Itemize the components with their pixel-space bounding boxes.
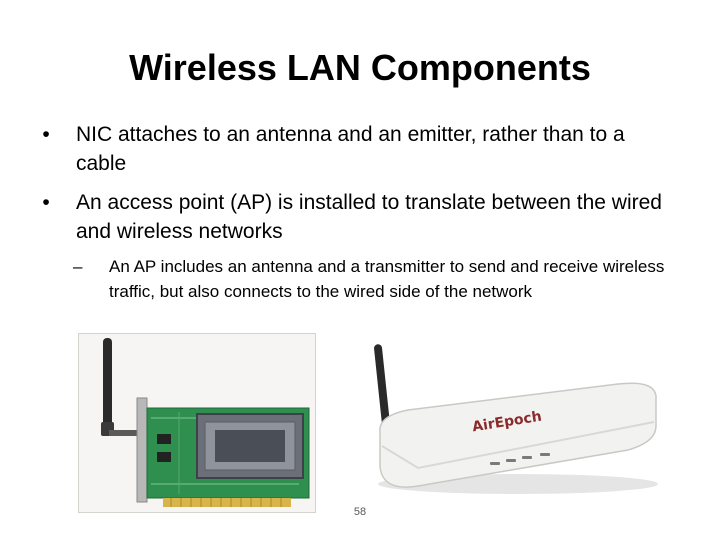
access-point-image: AirEpoch: [368, 334, 658, 499]
bullet-mark: •: [42, 191, 50, 214]
sub-bullet-mark: –: [73, 257, 83, 276]
nic-card-image: [78, 333, 316, 513]
bullet-item: • NIC attaches to an antenna and an emit…: [36, 120, 676, 178]
bullet-text: An access point (AP) is installed to tra…: [76, 191, 662, 243]
bullet-text: NIC attaches to an antenna and an emitte…: [76, 123, 625, 175]
nic-card-illustration: [101, 338, 310, 507]
sub-bullet-text: An AP includes an antenna and a transmit…: [109, 257, 665, 301]
sub-bullet-item: – An AP includes an antenna and a transm…: [73, 254, 671, 304]
sub-bullet-list: – An AP includes an antenna and a transm…: [73, 254, 671, 304]
page-number: 58: [353, 506, 367, 518]
bullet-mark: •: [42, 123, 50, 146]
antenna-icon: [103, 338, 112, 426]
slide-title: Wireless LAN Components: [129, 47, 591, 88]
bullet-list: • NIC attaches to an antenna and an emit…: [36, 120, 676, 256]
antenna-icon: [374, 344, 390, 428]
bullet-item: • An access point (AP) is installed to t…: [36, 188, 676, 246]
access-point-illustration: [374, 344, 658, 494]
